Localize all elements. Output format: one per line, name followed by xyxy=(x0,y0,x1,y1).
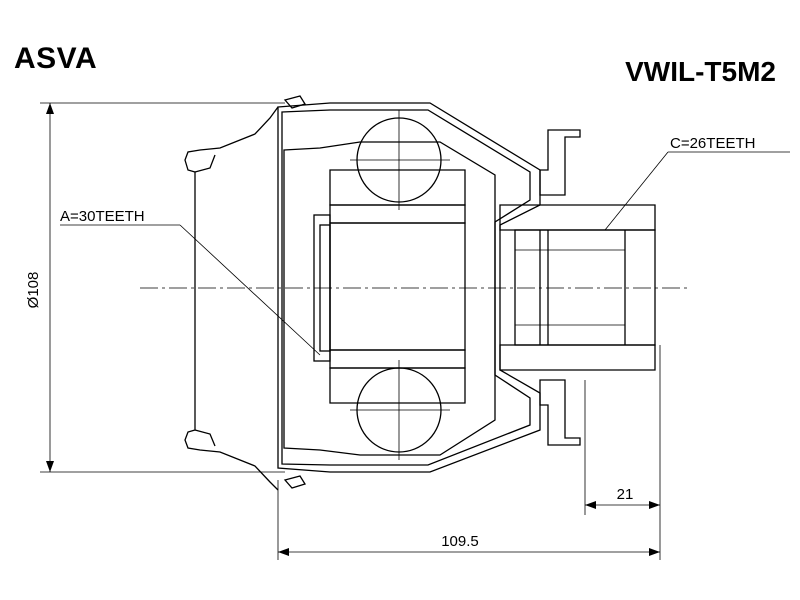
diameter-dimension: Ø108 xyxy=(25,102,285,473)
boot-clamp xyxy=(184,95,306,491)
stub-length-label: 21 xyxy=(617,486,634,503)
overall-length-label: 109.5 xyxy=(441,533,479,550)
callout-c: C=26TEETH xyxy=(604,135,790,231)
callout-a: A=30TEETH xyxy=(60,208,321,356)
length-dimension: 109.5 xyxy=(277,345,661,560)
brand-label: ASVA xyxy=(14,42,98,75)
diameter-label: Ø108 xyxy=(25,272,42,309)
callout-a-label: A=30TEETH xyxy=(60,208,145,225)
stub-dimension: 21 xyxy=(584,380,660,515)
outer-race-section xyxy=(277,102,541,473)
callout-c-label: C=26TEETH xyxy=(670,135,755,152)
part-number: VWIL-T5M2 xyxy=(625,56,776,87)
inner-race xyxy=(313,169,466,404)
ball-top xyxy=(350,110,450,210)
output-stub xyxy=(499,129,656,446)
ball-bottom xyxy=(350,360,450,460)
